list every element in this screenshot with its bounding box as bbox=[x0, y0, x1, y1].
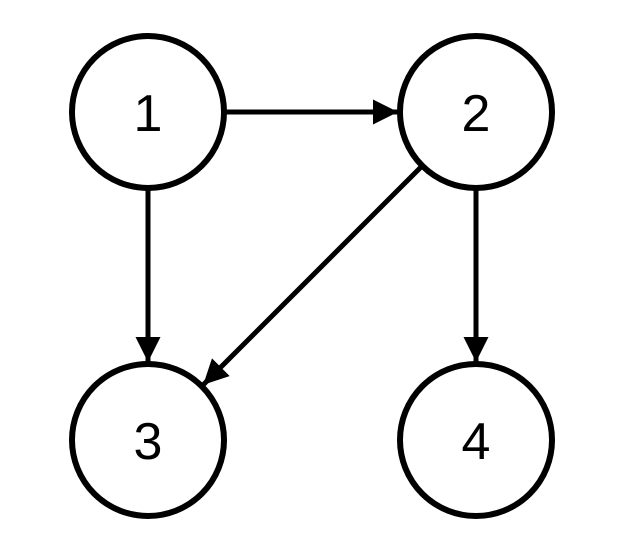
node-1-label: 1 bbox=[134, 85, 163, 143]
node-3-label: 3 bbox=[134, 413, 163, 471]
node-3: 3 bbox=[69, 361, 227, 519]
node-2: 2 bbox=[397, 33, 555, 191]
node-2-label: 2 bbox=[462, 85, 491, 143]
edge-2-to-3-arrow bbox=[201, 163, 425, 387]
nodes-layer: 1 2 3 4 bbox=[69, 33, 555, 519]
node-1-circle bbox=[69, 33, 227, 191]
node-3-circle bbox=[69, 361, 227, 519]
node-4-label: 4 bbox=[462, 413, 491, 471]
node-4: 4 bbox=[397, 361, 555, 519]
edges-layer bbox=[135, 99, 489, 387]
node-1: 1 bbox=[69, 33, 227, 191]
node-2-circle bbox=[397, 33, 555, 191]
node-4-circle bbox=[397, 361, 555, 519]
